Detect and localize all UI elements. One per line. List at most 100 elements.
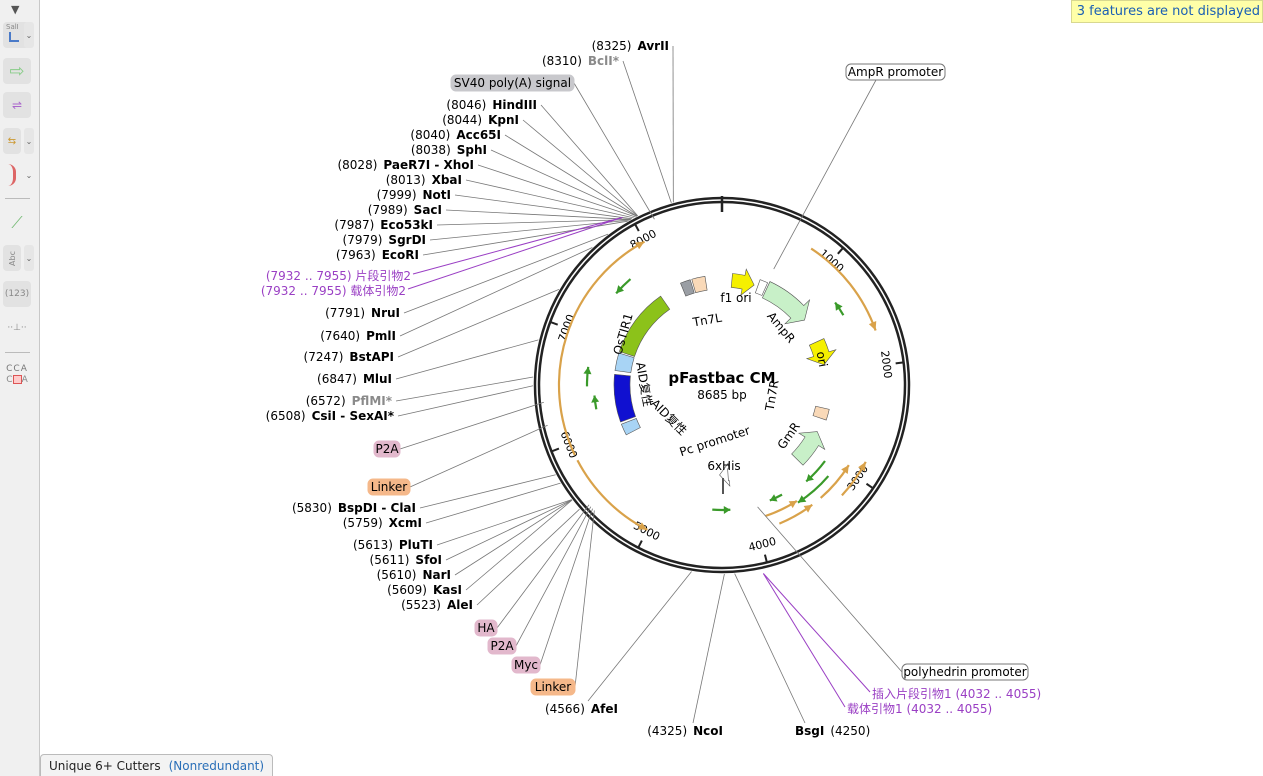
enzyme-site-label[interactable]: (6572)PflMI* (306, 394, 393, 408)
enzyme-site-label[interactable]: (7989)SacI (368, 203, 442, 217)
orf-arrow-line (557, 240, 646, 456)
enzyme-name: NcoI (693, 724, 723, 738)
ori-feature (805, 338, 837, 366)
enzyme-position: (5610) (377, 568, 417, 582)
enzyme-site-label[interactable]: (6508)CsiI - SexAI* (266, 409, 395, 423)
tn7l-label: Tn7L (691, 311, 724, 330)
enzyme-site-label[interactable]: (4325)NcoI (647, 724, 723, 738)
enzyme-site-label[interactable]: (7640)PmlI (320, 329, 396, 343)
feature-label-background (511, 656, 541, 674)
hidden-features-notice[interactable]: 3 features are not displayed (1070, 0, 1263, 23)
feature-label-box[interactable]: Linker (367, 478, 411, 496)
enzyme-leader-line (465, 179, 634, 219)
tick-label: 6000 (558, 429, 580, 460)
enzyme-position: (5759) (343, 516, 383, 530)
enzyme-name: Acc65I (456, 128, 501, 142)
enzyme-position: (8040) (410, 128, 450, 142)
feature-label-background (530, 678, 576, 696)
feature-label-box[interactable]: SV40 poly(A) signal (450, 74, 575, 92)
enzyme-site-label[interactable]: (5759)XcmI (343, 516, 422, 530)
enzyme-site-label[interactable]: (8028)PaeR7I - XhoI (337, 158, 474, 172)
enzyme-leader-line (476, 508, 580, 606)
enzyme-site-label[interactable]: (5609)KasI (387, 583, 462, 597)
enzyme-position: (6847) (317, 372, 357, 386)
feature-label-background (487, 637, 517, 655)
orf-arrow-line (576, 459, 648, 531)
f1-ori-feature (730, 268, 755, 296)
enzyme-site-label[interactable]: (5613)PluTI (353, 538, 433, 552)
enzyme-leader-line (395, 339, 539, 380)
enzyme-site-label[interactable]: (6847)MluI (317, 372, 392, 386)
feature-label-box[interactable]: HA (474, 619, 498, 637)
enzyme-site-label[interactable]: (5611)SfoI (370, 553, 442, 567)
primer-label[interactable]: 插入片段引物1 (4032 .. 4055) (872, 686, 1041, 701)
sequence-top-text: CCA (6, 364, 28, 374)
ruler-button[interactable]: ··⊥·· (3, 315, 31, 341)
enzyme-site-label[interactable]: (5610)NarI (377, 568, 451, 582)
enzyme-position: (4566) (545, 702, 585, 716)
primer-label[interactable]: (7932 .. 7955) 载体引物2 (261, 284, 406, 298)
enzyme-site-label[interactable]: (4566)AfeI (545, 702, 618, 716)
primer-label[interactable]: (7932 .. 7955) 片段引物2 (266, 268, 411, 283)
enzyme-leader-line (395, 376, 534, 402)
tick-mark (551, 447, 560, 453)
map-shape-dropdown[interactable]: ⌄ (25, 170, 33, 180)
enzyme-position: (7791) (325, 306, 365, 320)
enzyme-site-label[interactable]: (8325)AvrII (592, 39, 669, 53)
primers-button[interactable]: ⇌ (3, 92, 31, 118)
text-button[interactable]: Abc (3, 245, 21, 271)
feature-label-box[interactable]: P2A (373, 440, 401, 458)
mahs-label: MAHS (624, 434, 651, 468)
enzyme-site-label[interactable]: (7791)NruI (325, 306, 400, 320)
feature-leader-line (496, 504, 590, 629)
feature-label-box[interactable]: AmpR promoter (845, 63, 946, 81)
enzyme-site-label[interactable]: (8038)SphI (411, 143, 487, 157)
enzyme-site-label[interactable]: (7987)Eco53kI (334, 218, 433, 232)
collapse-toolbar-icon[interactable]: ▼ (11, 3, 20, 16)
feature-label-box[interactable]: Linker (530, 678, 576, 696)
feature-label-box[interactable]: P2A (487, 637, 517, 655)
enzymes-dropdown[interactable]: ⌄ (24, 22, 34, 48)
enzyme-position: (8046) (446, 98, 486, 112)
enzyme-site-label[interactable]: (7963)EcoRI (336, 248, 419, 262)
enzyme-set-tab[interactable]: Unique 6+ Cutters(Nonredundant) (40, 754, 274, 776)
enzyme-site-label[interactable]: (7999)NotI (377, 188, 451, 202)
enzyme-site-label[interactable]: (8013)XbaI (386, 173, 462, 187)
feature-label-text: HA (477, 621, 495, 635)
orf-arrow (810, 247, 877, 331)
primer-label[interactable]: 载体引物1 (4032 .. 4055) (847, 702, 992, 716)
enzyme-site-label[interactable]: (8310)BclI* (542, 54, 620, 68)
primer-leader-line (762, 573, 846, 708)
orfs-dropdown[interactable]: ⌄ (24, 128, 34, 154)
map-shape-button[interactable] (3, 162, 21, 188)
orf-arrow-head (788, 500, 797, 509)
enzyme-position: (7640) (320, 329, 360, 343)
feature-label-box[interactable]: polyhedrin promoter (901, 663, 1029, 681)
orfs-button[interactable]: ⇆ (3, 128, 21, 154)
tick-label: 2000 (878, 350, 894, 379)
enzyme-name: BstAPI (349, 350, 394, 364)
tick-mark (895, 361, 904, 365)
feature-label-text: SV40 poly(A) signal (454, 76, 571, 90)
feature-label-box[interactable]: Myc (511, 656, 541, 674)
aid2-label: AID复性 (648, 396, 690, 438)
enzyme-site-label[interactable]: (8040) Acc65I (410, 128, 501, 142)
enzyme-site-label[interactable]: (5830)BspDI - ClaI (292, 501, 416, 515)
feature-arrow-head (616, 285, 624, 294)
enzyme-site-label[interactable]: (7247)BstAPI (304, 350, 394, 364)
enzyme-site-label[interactable]: (8046)HindIII (446, 98, 537, 112)
enzyme-site-label[interactable]: (7979)SgrDI (343, 233, 426, 247)
enzyme-site-label[interactable]: (5523)AleI (401, 598, 473, 612)
text-dropdown[interactable]: ⌄ (24, 245, 34, 271)
tick-mark (634, 223, 640, 232)
features-button[interactable]: ⇨ (3, 58, 31, 84)
enzyme-site-label[interactable]: (8044)KpnI (442, 113, 519, 127)
left-toolbar: ▼ SalI ⌄ ⇨ ⇌ ⇆ ⌄ ⌄ ⟋ Abc ⌄ (123) ··⊥·· C… (0, 0, 40, 776)
plasmid-name: pFastbac CM (668, 369, 775, 387)
numbers-button[interactable]: (123) (3, 281, 31, 307)
annotate-button[interactable]: ⟋ (3, 210, 31, 236)
orf-arrow-line (810, 247, 877, 331)
enzyme-site-label[interactable]: BsgI(4250) (795, 724, 870, 738)
